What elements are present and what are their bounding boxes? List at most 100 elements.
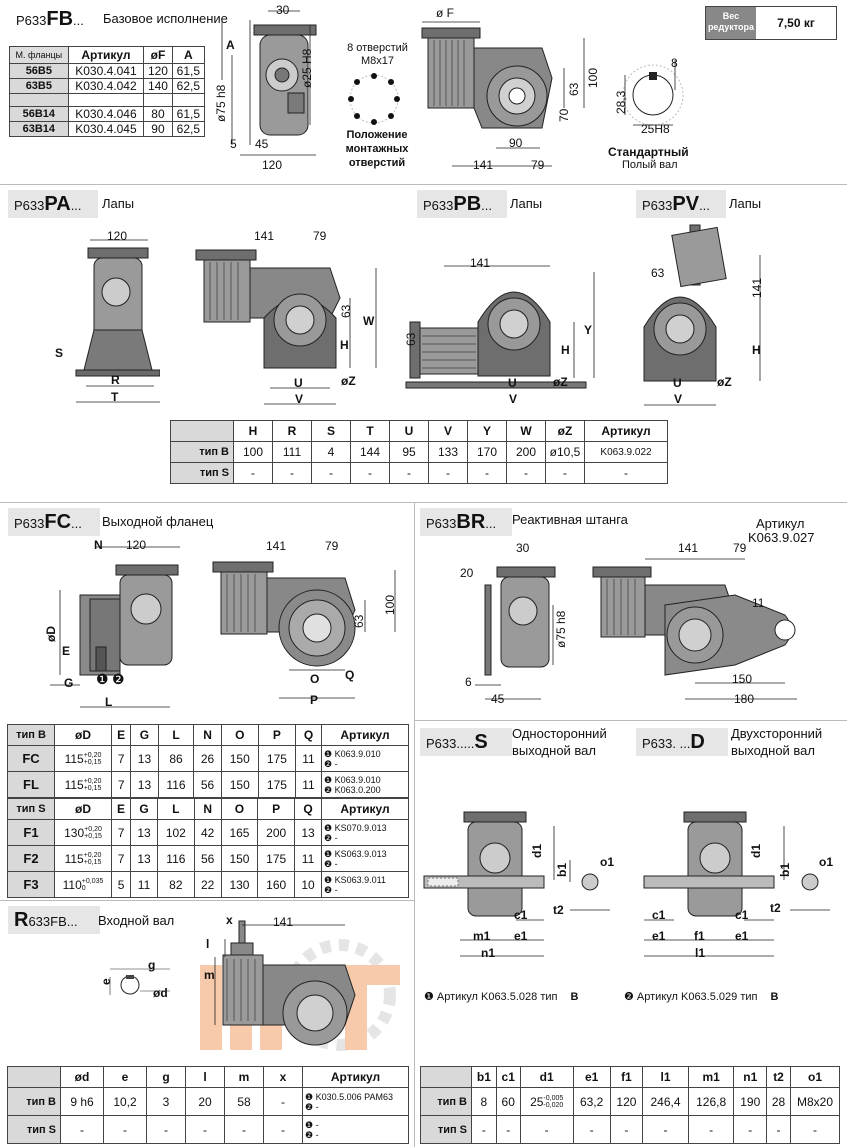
dim-label: 63 <box>352 614 366 628</box>
table-header: x <box>263 1066 303 1088</box>
table-cell: - <box>233 462 273 484</box>
table-row: тип B 8 60 25-0,005-0,020 63,2 120 246,4… <box>420 1087 840 1116</box>
table-cell: 8 <box>471 1087 497 1116</box>
table-header: e <box>103 1066 147 1088</box>
table-row: тип B 100 111 4 144 95 133 170 200 ø10,5… <box>170 441 668 463</box>
table-cell: - <box>263 1087 303 1116</box>
table-cell: 120 <box>609 1087 644 1116</box>
table-cell: 102 <box>157 819 195 846</box>
table-header: l <box>185 1066 225 1088</box>
dim-label: 141 <box>273 915 294 929</box>
dim-label: ød <box>153 986 168 1000</box>
weight-label: Вес редуктора <box>706 7 756 39</box>
table-header: U <box>389 420 429 442</box>
table-cell: 116 <box>157 771 195 798</box>
dim-label: d1 <box>749 843 763 858</box>
table-cell: - <box>572 1115 611 1144</box>
table-row: F2 115+0,20+0,15 7 13 116 56 150 175 11 … <box>7 845 409 872</box>
dim-label: m <box>204 968 215 982</box>
table-cell: 28 <box>766 1087 791 1116</box>
table-header: P <box>257 798 296 820</box>
table-cell: 246,4 <box>642 1087 689 1116</box>
dim-label: c1 <box>652 908 666 922</box>
dim-label: c1 <box>735 908 749 922</box>
dim-label: 63 <box>339 304 353 318</box>
table-header: R <box>272 420 312 442</box>
table-header: W <box>506 420 546 442</box>
table-header: O <box>220 724 259 746</box>
dim-label: 120 <box>107 229 128 243</box>
s-title-1: Односторонний <box>512 726 607 741</box>
table-cell: K030.4.041 <box>67 63 145 79</box>
dim-label: ø75 h8 <box>214 84 228 122</box>
table-header: e1 <box>572 1066 611 1088</box>
table-row: FC 115+0,20+0,15 7 13 86 26 150 175 11 ❶… <box>7 745 409 772</box>
table-cell: 63B5 <box>9 78 69 94</box>
table-cell: 42 <box>193 819 222 846</box>
dim-label: 141 <box>254 229 275 243</box>
table-cell: 140 <box>143 78 173 94</box>
dim-label: U <box>508 376 517 390</box>
table-header: Y <box>467 420 507 442</box>
dim-label: 141 <box>470 256 491 270</box>
table-header: n1 <box>733 1066 768 1088</box>
table-cell: 115+0,20+0,15 <box>54 845 112 872</box>
table-cell: ❶ -❷ - <box>302 1115 409 1144</box>
table-row: тип S - - - - - - ❶ -❷ - <box>7 1115 409 1144</box>
table-cell: - <box>272 462 312 484</box>
r-drawing <box>214 920 356 1046</box>
fc-front-drawing <box>212 561 396 699</box>
table-header: N <box>193 798 222 820</box>
table-header: тип B <box>7 724 55 746</box>
table-cell: 63B14 <box>9 121 69 137</box>
dim-label: e1 <box>735 929 749 943</box>
dim-label: 6 <box>465 675 472 689</box>
dim-label: e <box>99 978 113 985</box>
table-header: T <box>350 420 390 442</box>
table-cell: K030.4.042 <box>67 78 145 94</box>
dim-label: f1 <box>694 929 705 943</box>
table-header: b1 <box>471 1066 497 1088</box>
table-cell: - <box>311 462 351 484</box>
dim-label: t2 <box>770 901 781 915</box>
pb-title: Лапы <box>510 196 543 211</box>
table-cell: 11 <box>295 771 322 798</box>
table-cell: K030.4.046 <box>67 106 145 122</box>
table-cell: 20 <box>185 1087 225 1116</box>
marker-2: ❷ <box>112 671 125 687</box>
d-title-1: Двухсторонний <box>731 726 823 741</box>
table-row: 56B14 K030.4.046 80 61,5 <box>9 106 206 122</box>
table-cell: тип B <box>170 441 234 463</box>
dim-label: H <box>561 343 570 357</box>
table-header: A <box>171 46 206 64</box>
table-cell: 22 <box>193 871 222 898</box>
table-header: m <box>224 1066 264 1088</box>
table-header: l1 <box>642 1066 689 1088</box>
dim-label: U <box>294 376 303 390</box>
table-header: G <box>130 798 158 820</box>
table-cell: 120 <box>143 63 173 79</box>
dim-label: 63 <box>404 332 418 346</box>
dim-label: øZ <box>717 375 732 389</box>
dim-label: 70 <box>557 108 571 122</box>
fc-title: Выходной фланец <box>102 514 214 529</box>
dim-label: øZ <box>553 375 568 389</box>
table-cell: - <box>263 1115 303 1144</box>
dim-label: ø25 H8 <box>300 48 314 88</box>
dim-label: 30 <box>276 3 290 17</box>
dim-label: G <box>64 676 74 690</box>
table-cell: 190 <box>733 1087 768 1116</box>
table-cell: 7 <box>110 819 132 846</box>
table-header: o1 <box>790 1066 840 1088</box>
dim-label: 141 <box>750 277 764 298</box>
pv-drawing <box>643 224 761 406</box>
dim-label: V <box>674 392 683 406</box>
shaft-label: Стандартный <box>608 145 689 159</box>
pb-code: P633PB... <box>417 190 507 218</box>
table-cell: - <box>389 462 429 484</box>
table-cell: тип S <box>7 1115 61 1144</box>
table-cell: - <box>687 1115 735 1144</box>
fb-side-view-drawing <box>221 10 317 156</box>
